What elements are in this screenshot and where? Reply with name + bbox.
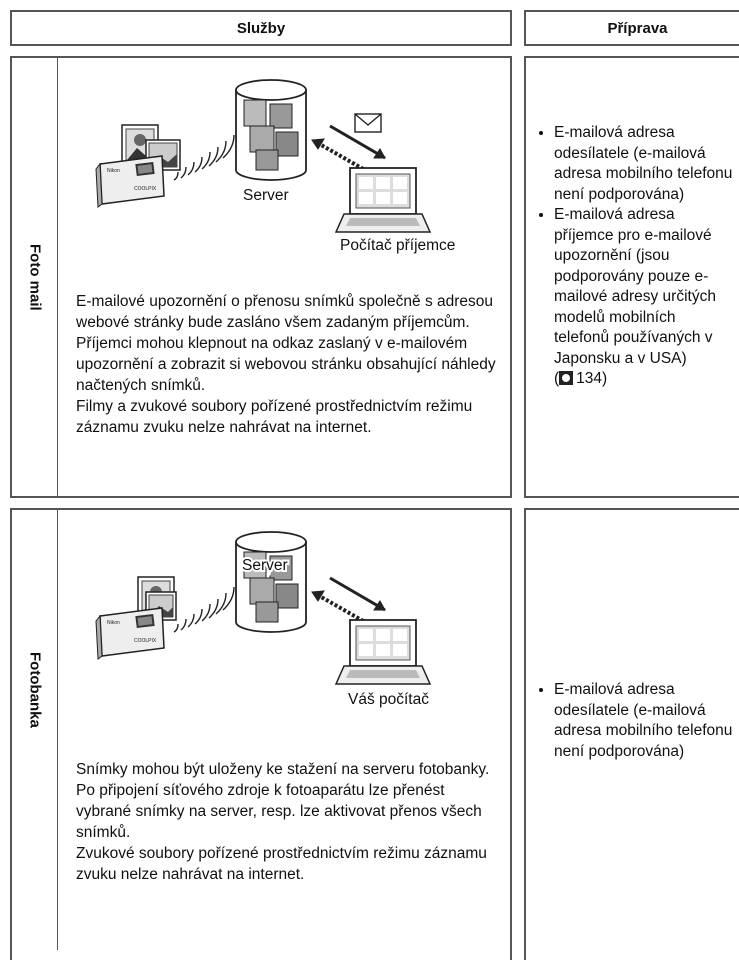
- camera-icon: Nikon COOLPIX: [95, 155, 165, 208]
- fotobanka-label: Fotobanka: [26, 652, 44, 728]
- foto-mail-paragraph: E-mailové upozornění o přenosu snímků sp…: [76, 293, 496, 394]
- preparation-header: Příprava: [524, 10, 739, 46]
- foto-mail-preparation-cell: [524, 56, 739, 498]
- wireless-signal-icon: [173, 134, 235, 181]
- foto-mail-description: E-mailové upozornění o přenosu snímků sp…: [76, 291, 498, 438]
- wireless-signal-icon: [173, 586, 235, 633]
- server-label: Server: [242, 557, 288, 574]
- camera-icon: Nikon COOLPIX: [95, 607, 165, 660]
- server-icon: [235, 79, 307, 181]
- transfer-arrows: [311, 124, 386, 176]
- list-item: E-mailová adresa příjemce pro e-mailové …: [554, 205, 734, 390]
- camera-brand: Nikon: [107, 620, 120, 626]
- foto-mail-preparation-list: E-mailová adresa odesílatele (e-mailová …: [536, 123, 734, 390]
- photo-print-icon: [121, 124, 181, 171]
- transfer-arrows: [311, 576, 386, 628]
- fotobanka-label-box: Fotobanka: [11, 510, 59, 870]
- camera-brand: Nikon: [107, 168, 120, 174]
- reference-open: (: [554, 370, 560, 387]
- your-computer-label: Váš počítač: [348, 691, 429, 708]
- fotobanka-diagram: Nikon COOLPIX Server: [80, 522, 500, 722]
- reference-icon: [559, 371, 574, 385]
- fotobanka-preparation-list: E-mailová adresa odesílatele (e-mailová …: [536, 680, 734, 762]
- server-icon: [235, 531, 307, 633]
- recipient-computer-label: Počítač příjemce: [340, 237, 455, 254]
- list-item: E-mailová adresa odesílatele (e-mailová …: [554, 680, 734, 762]
- list-item: E-mailová adresa odesílatele (e-mailová …: [554, 123, 734, 205]
- foto-mail-label: Foto mail: [26, 243, 44, 311]
- services-header-label: Služby: [236, 19, 286, 37]
- fotobanka-paragraph: Snímky mohou být uloženy ke stažení na s…: [76, 761, 490, 778]
- foto-mail-divider: [57, 58, 58, 496]
- foto-mail-paragraph: Filmy a zvukové soubory pořízené prostře…: [76, 398, 473, 436]
- camera-model: COOLPIX: [134, 186, 157, 192]
- fotobanka-divider: [57, 510, 58, 950]
- foto-mail-diagram: Nikon COOLPIX Server: [80, 70, 500, 270]
- fotobanka-preparation-cell: [524, 508, 739, 960]
- reference-page: 134): [576, 370, 608, 387]
- fotobanka-paragraph: Zvukové soubory pořízené prostřednictvím…: [76, 845, 487, 883]
- server-label: Server: [243, 187, 289, 204]
- laptop-icon: [334, 619, 432, 685]
- envelope-icon: [354, 113, 382, 133]
- preparation-header-label: Příprava: [607, 19, 668, 37]
- fotobanka-description: Snímky mohou být uloženy ke stažení na s…: [76, 759, 498, 885]
- foto-mail-label-box: Foto mail: [11, 58, 59, 496]
- laptop-icon: [334, 167, 432, 233]
- fotobanka-paragraph: Po připojení síťového zdroje k fotoapará…: [76, 782, 482, 841]
- camera-model: COOLPIX: [134, 638, 157, 644]
- services-header: Služby: [10, 10, 512, 46]
